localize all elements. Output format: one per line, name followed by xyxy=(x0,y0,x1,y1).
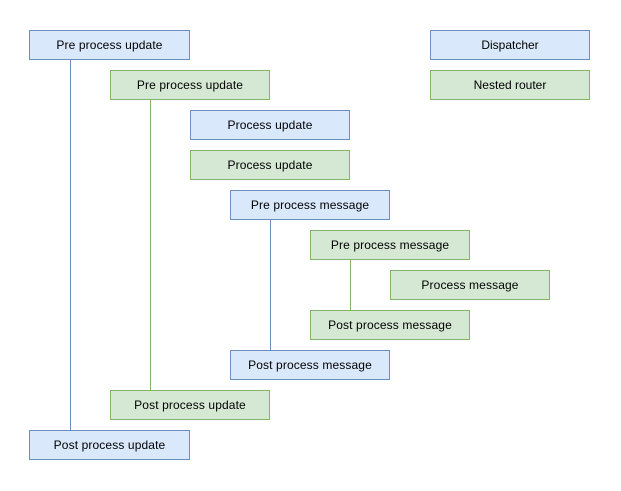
node-post-process-update-router[interactable]: Post process update xyxy=(110,390,270,420)
node-label: Process message xyxy=(421,278,519,292)
node-label: Process update xyxy=(227,158,313,172)
node-label: Post process update xyxy=(134,398,246,412)
node-process-message-router[interactable]: Process message xyxy=(390,270,550,300)
node-pre-process-update-router[interactable]: Pre process update xyxy=(110,70,270,100)
node-process-update-dispatcher[interactable]: Process update xyxy=(190,110,350,140)
node-label: Post process message xyxy=(328,318,452,332)
node-process-update-router[interactable]: Process update xyxy=(190,150,350,180)
edge-dispatcher-message-span xyxy=(270,220,271,350)
node-post-process-message-router[interactable]: Post process message xyxy=(310,310,470,340)
edge-router-update-span xyxy=(150,100,151,390)
node-label: Pre process message xyxy=(330,238,450,252)
node-label: Pre process update xyxy=(56,38,163,52)
edge-router-message-span xyxy=(350,260,351,310)
edge-dispatcher-update-span xyxy=(70,60,71,430)
node-label: Pre process message xyxy=(250,198,370,212)
legend-nested-router[interactable]: Nested router xyxy=(430,70,590,100)
node-label: Process update xyxy=(227,118,313,132)
node-pre-process-message-router[interactable]: Pre process message xyxy=(310,230,470,260)
node-post-process-update-dispatcher[interactable]: Post process update xyxy=(29,430,190,460)
node-label: Pre process update xyxy=(136,78,244,92)
node-label: Post process update xyxy=(53,438,166,452)
node-pre-process-message-dispatcher[interactable]: Pre process message xyxy=(230,190,390,220)
node-post-process-message-dispatcher[interactable]: Post process message xyxy=(230,350,390,380)
legend-label: Dispatcher xyxy=(481,38,539,52)
legend-dispatcher[interactable]: Dispatcher xyxy=(430,30,590,60)
legend-label: Nested router xyxy=(473,78,547,92)
node-pre-process-update-dispatcher[interactable]: Pre process update xyxy=(29,30,190,60)
node-label: Post process message xyxy=(248,358,372,372)
